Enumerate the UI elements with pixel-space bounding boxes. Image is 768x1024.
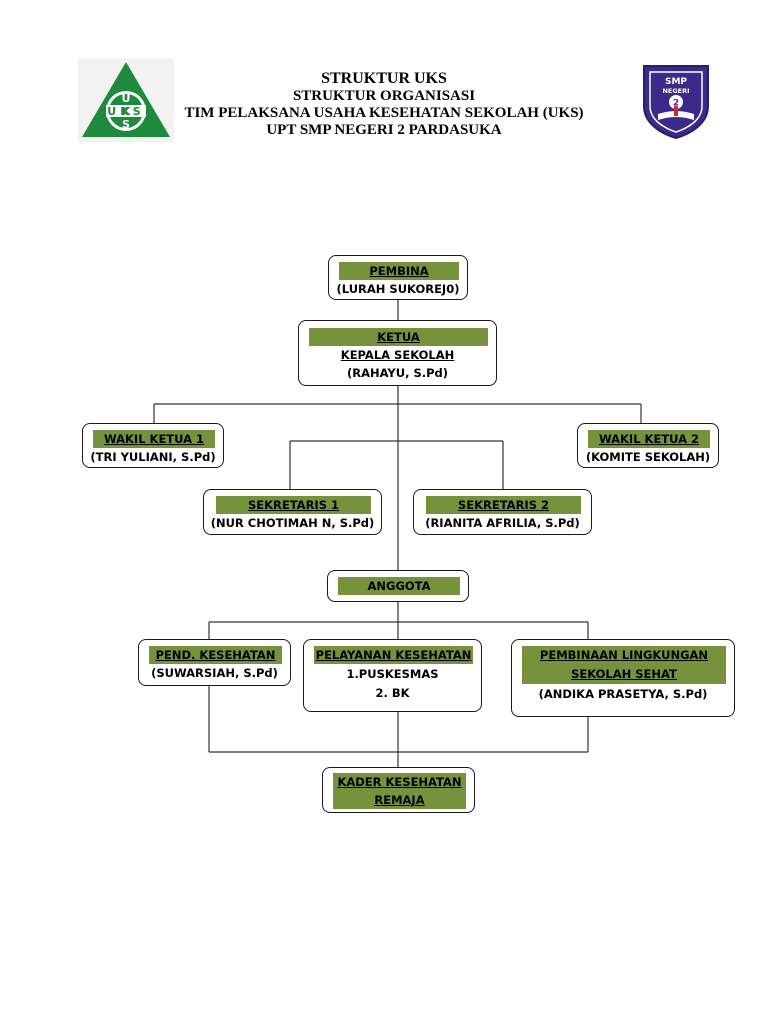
chart-title: STRUKTUR UKS — [321, 70, 447, 87]
node-pelayanan-kesehatan-label: PELAYANAN KESEHATAN — [314, 646, 473, 664]
node-kader-kesehatan-label-1: KADER KESEHATAN — [337, 775, 462, 789]
node-wakil-ketua-2: WAKIL KETUA 2 (KOMITE SEKOLAH) — [577, 423, 719, 468]
node-anggota: ANGGOTA — [327, 570, 469, 602]
node-sekretaris-1-label: SEKRETARIS 1 — [216, 496, 371, 514]
node-pembinaan-lingkungan-label-1: PEMBINAAN LINGKUNGAN — [539, 648, 709, 662]
node-wakil-ketua-1-value: (TRI YULIANI, S.Pd) — [90, 450, 216, 464]
node-pembinaan-lingkungan-value: (ANDIKA PRASETYA, S.Pd) — [538, 687, 708, 701]
node-wakil-ketua-2-label: WAKIL KETUA 2 — [588, 430, 710, 448]
subtitle-line-1: STRUKTUR ORGANISASI — [292, 88, 476, 104]
node-anggota-label: ANGGOTA — [338, 577, 460, 595]
node-pelayanan-kesehatan-item-2: 2. BK — [375, 686, 410, 700]
node-pembinaan-lingkungan-label-2: SEKOLAH SEHAT — [571, 667, 677, 681]
node-wakil-ketua-1: WAKIL KETUA 1 (TRI YULIANI, S.Pd) — [82, 423, 224, 468]
node-ketua-value: (RAHAYU, S.Pd) — [346, 366, 449, 380]
node-pelayanan-kesehatan: PELAYANAN KESEHATAN 1.PUSKESMAS 2. BK — [303, 639, 482, 712]
smp-logo-line-2: NEGERI — [662, 87, 689, 95]
node-ketua-position: KEPALA SEKOLAH — [340, 348, 455, 362]
node-sekretaris-1: SEKRETARIS 1 (NUR CHOTIMAH N, S.Pd) — [203, 489, 382, 535]
node-kader-kesehatan-label-box: KADER KESEHATAN REMAJA — [333, 773, 466, 809]
node-ketua-label: KETUA — [309, 328, 488, 346]
node-pend-kesehatan: PEND. KESEHATAN (SUWARSIAH, S.Pd) — [138, 639, 291, 686]
uks-logo-letter-u: U — [122, 92, 131, 105]
node-pend-kesehatan-label: PEND. KESEHATAN — [149, 646, 282, 664]
node-sekretaris-2-label: SEKRETARIS 2 — [426, 496, 581, 514]
node-kader-kesehatan-label-2: REMAJA — [374, 793, 425, 807]
node-pembina-value: (LURAH SUKOREJ0) — [336, 282, 460, 296]
subtitle-line-3: UPT SMP NEGERI 2 PARDASUKA — [266, 122, 502, 138]
smp-logo-line-1: SMP — [665, 77, 687, 87]
uks-logo-word: UKS — [107, 105, 144, 118]
node-pelayanan-kesehatan-item-1: 1.PUSKESMAS — [346, 667, 439, 681]
subtitle-line-2: TIM PELAKSANA USAHA KESEHATAN SEKOLAH (U… — [184, 105, 584, 121]
node-sekretaris-1-value: (NUR CHOTIMAH N, S.Pd) — [210, 516, 375, 530]
node-pembinaan-lingkungan-label-box: PEMBINAAN LINGKUNGAN SEKOLAH SEHAT — [522, 646, 726, 684]
uks-logo-letter-k: K — [122, 105, 131, 118]
node-pend-kesehatan-value: (SUWARSIAH, S.Pd) — [151, 666, 278, 680]
uks-logo-letter-s: S — [122, 118, 130, 131]
node-kader-kesehatan: KADER KESEHATAN REMAJA — [322, 767, 475, 813]
node-sekretaris-2-value: (RIANITA AFRILIA, S.Pd) — [425, 516, 580, 530]
node-pembina: PEMBINA (LURAH SUKOREJ0) — [328, 255, 468, 300]
smp-logo-line-3: 2 — [673, 99, 679, 109]
node-sekretaris-2: SEKRETARIS 2 (RIANITA AFRILIA, S.Pd) — [413, 489, 592, 535]
smp-school-logo: SMP NEGERI 2 — [643, 65, 709, 140]
node-wakil-ketua-1-label: WAKIL KETUA 1 — [93, 430, 215, 448]
node-wakil-ketua-2-value: (KOMITE SEKOLAH) — [585, 450, 711, 464]
node-pembinaan-lingkungan: PEMBINAAN LINGKUNGAN SEKOLAH SEHAT (ANDI… — [511, 639, 735, 717]
node-ketua: KETUA KEPALA SEKOLAH (RAHAYU, S.Pd) — [298, 320, 497, 386]
uks-logo: U K S UKS — [78, 58, 174, 142]
node-pembina-label: PEMBINA — [339, 262, 459, 280]
